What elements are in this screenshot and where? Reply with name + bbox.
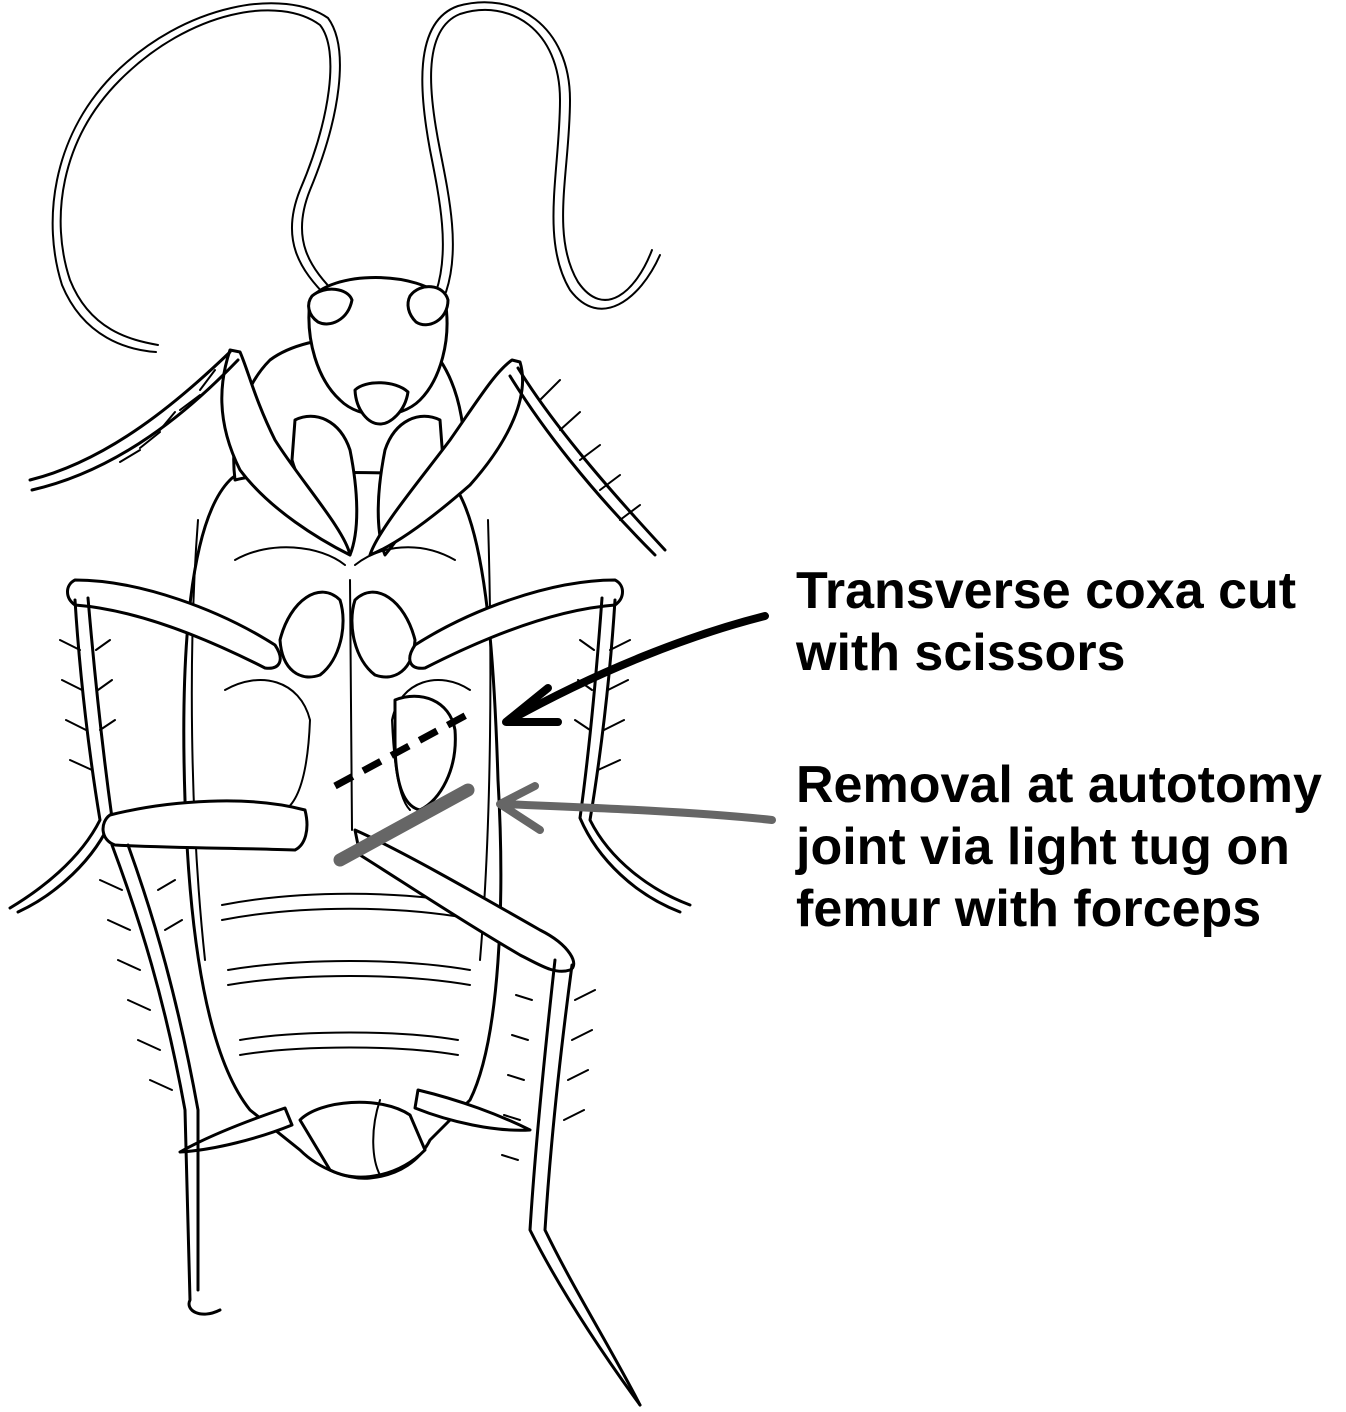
coxa-cut-label: Transverse coxa cut with scissors xyxy=(796,560,1296,684)
arrows xyxy=(500,616,772,830)
autotomy-label-line-1: Removal at autotomy xyxy=(796,754,1322,816)
coxa-cut-label-line-2: with scissors xyxy=(796,622,1296,684)
autotomy-label-line-2: joint via light tug on xyxy=(796,816,1322,878)
autotomy-label: Removal at autotomy joint via light tug … xyxy=(796,754,1322,940)
autotomy-arrow xyxy=(502,804,772,820)
autotomy-label-line-3: femur with forceps xyxy=(796,878,1322,940)
coxa-cut-arrow xyxy=(510,616,765,720)
coxa-cut-arrowhead xyxy=(506,688,558,722)
coxa-cut-label-line-1: Transverse coxa cut xyxy=(796,560,1296,622)
